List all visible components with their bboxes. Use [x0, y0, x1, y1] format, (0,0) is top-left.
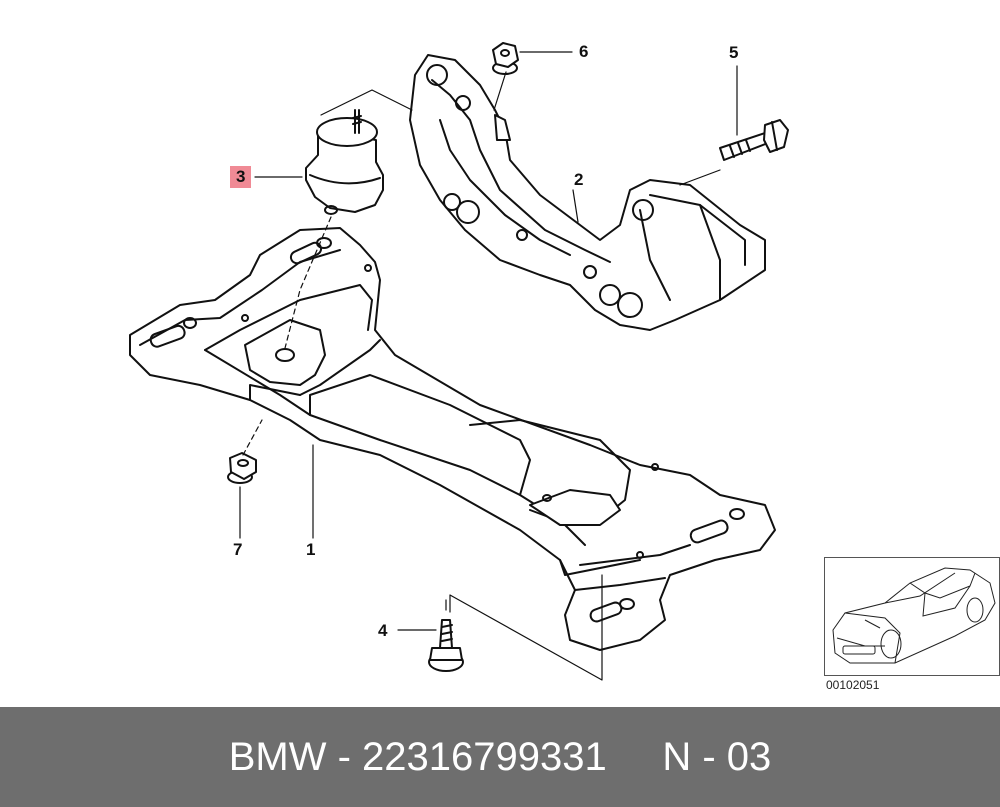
diagram-code: 00102051	[826, 678, 880, 692]
callout-7: 7	[233, 540, 243, 559]
footer-separator: -	[326, 734, 363, 779]
footer-gap	[607, 735, 663, 780]
footer-page-ref: N - 03	[662, 734, 772, 779]
nut-part-7	[227, 452, 257, 484]
car-icon	[832, 567, 996, 664]
callout-1: 1	[306, 540, 316, 559]
callout-4: 4	[378, 621, 388, 640]
bracket-part-2	[409, 54, 766, 331]
stud-bolt-part-4	[428, 619, 464, 672]
callout-5: 5	[729, 43, 739, 62]
hex-bolt-part-5	[719, 119, 789, 161]
footer-part-number: 22316799331	[362, 734, 607, 779]
callout-3-highlighted[interactable]: 3	[230, 166, 252, 188]
footer-brand: BMW	[228, 734, 327, 779]
vehicle-thumbnail	[824, 557, 1000, 676]
crossmember-part-1	[129, 227, 776, 651]
leader-lines	[239, 51, 738, 681]
callout-2: 2	[574, 170, 584, 189]
rubber-mount-part-3	[305, 109, 384, 215]
callout-6: 6	[579, 42, 589, 61]
footer-banner: BMW - 22316799331 N - 03	[0, 707, 1000, 807]
exploded-parts-diagram	[129, 42, 789, 681]
flange-nut-part-6	[492, 42, 519, 75]
